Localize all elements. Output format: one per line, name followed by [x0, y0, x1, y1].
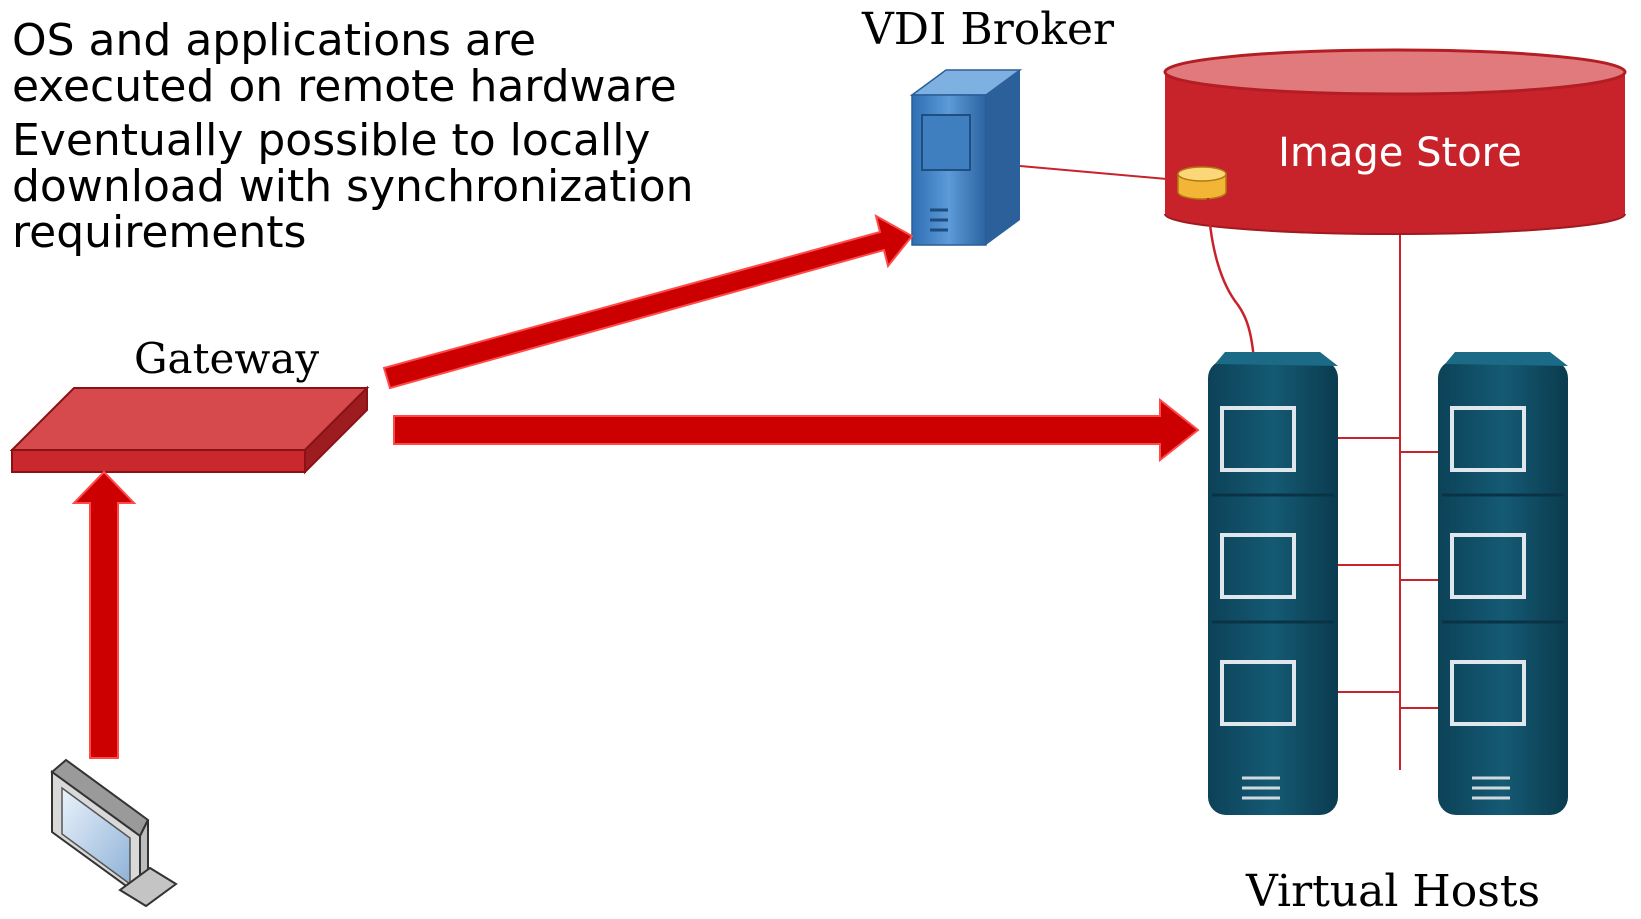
image-store-label: Image Store — [1278, 130, 1522, 176]
gateway-label: Gateway — [134, 334, 320, 383]
image-store[interactable] — [1163, 48, 1627, 235]
host-server-icon — [1438, 352, 1568, 815]
database-icon — [1177, 166, 1227, 200]
host-server-icon — [1208, 352, 1338, 815]
flow-arrows — [71, 214, 1200, 759]
monitor-icon[interactable] — [50, 758, 178, 908]
gateway-device[interactable] — [9, 385, 370, 475]
bullet-item: Eventually possible to locally download … — [12, 115, 694, 258]
arrow-gateway-broker — [382, 214, 914, 390]
vdi-broker-label: VDI Broker — [862, 4, 1115, 55]
arrow-gateway-hosts — [393, 397, 1200, 463]
bullet-item: OS and applications are executed on remo… — [12, 15, 677, 112]
broker-store-link — [1019, 165, 1179, 181]
bullet-list: OS and applications are executed on remo… — [12, 18, 812, 264]
host-network-lines — [1338, 226, 1466, 770]
server-icon[interactable] — [909, 69, 1023, 246]
arrow-client-gateway — [71, 470, 137, 759]
virtual-hosts[interactable] — [1208, 352, 1568, 815]
virtual-hosts-label: Virtual Hosts — [1246, 866, 1541, 917]
